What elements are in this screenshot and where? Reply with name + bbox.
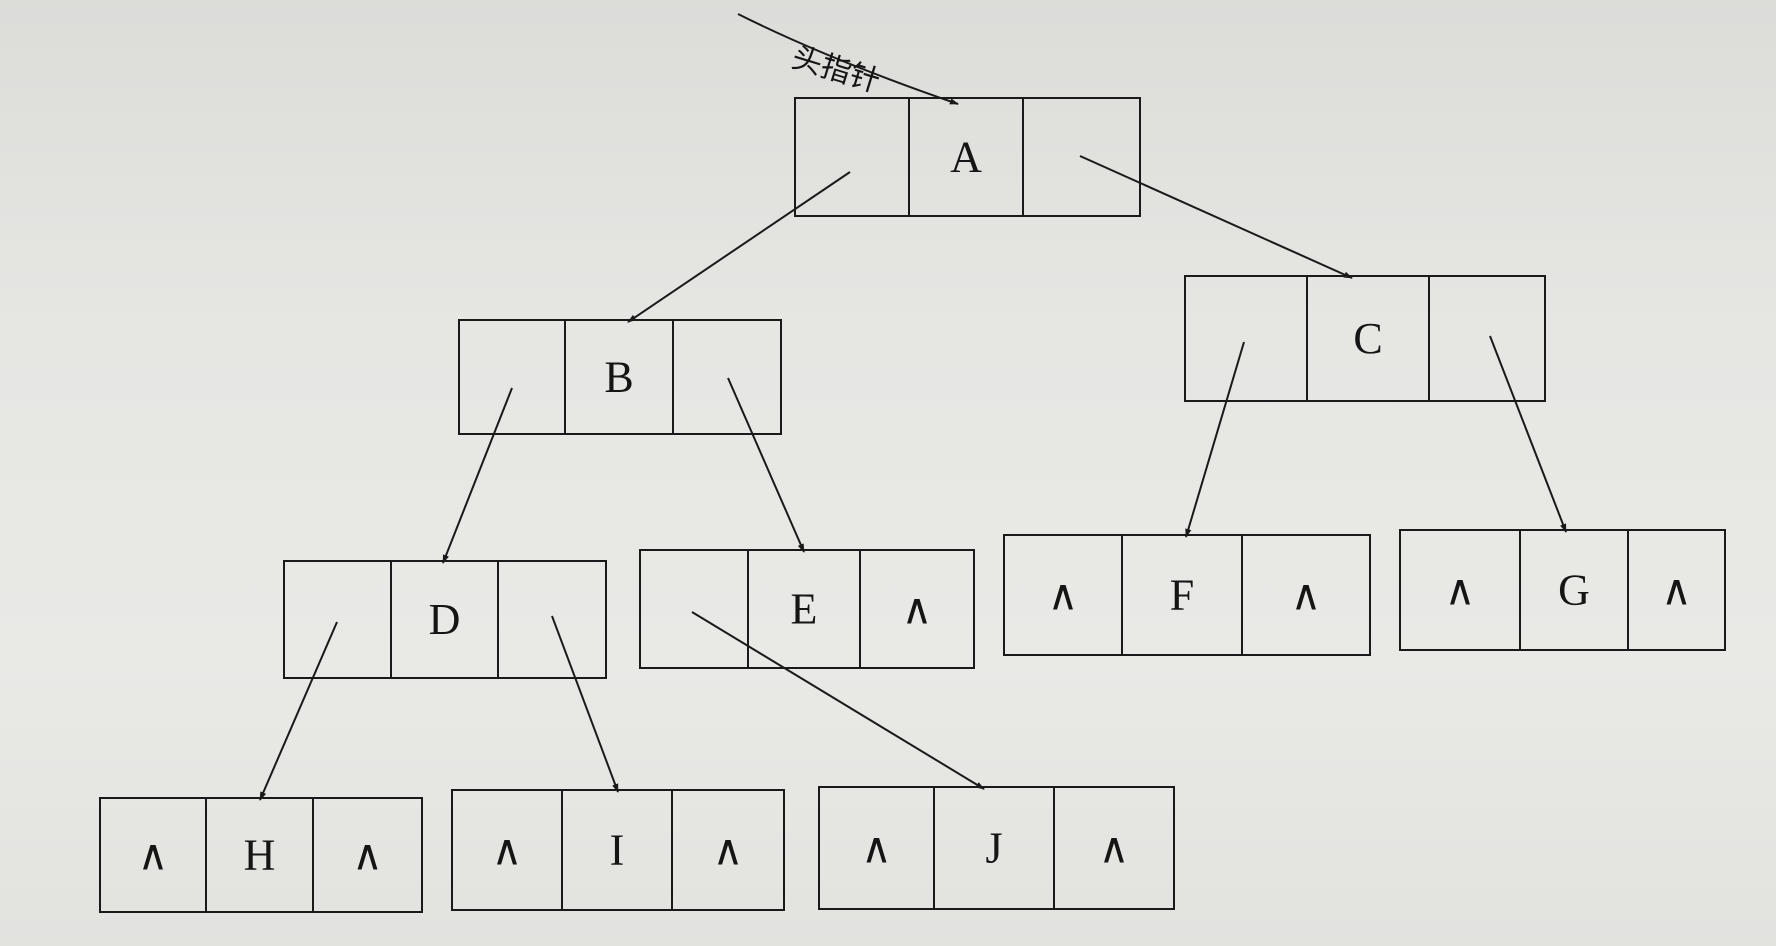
node-e: E∧ [639,549,975,669]
node-f-right-null: ∧ [1291,571,1322,620]
node-f-left-null: ∧ [1048,571,1079,620]
node-h: H ∧ ∧ [99,797,423,913]
node-h-right-null: ∧ [352,831,383,880]
node-h-left-null: ∧ [138,831,169,880]
edges-layer [259,155,1567,801]
node-h-box [99,797,423,913]
node-e-box [639,549,975,669]
node-f: F ∧ ∧ [1003,534,1371,656]
edge-e-j [691,611,985,790]
node-c-box [1184,275,1546,402]
node-a-data: A [950,133,982,182]
node-b-box [458,319,782,435]
node-g-left-null: ∧ [1445,566,1476,615]
node-i: I ∧ ∧ [451,789,785,911]
node-i-box [451,789,785,911]
edge-b-d [442,387,513,564]
node-g-right-null: ∧ [1661,566,1692,615]
node-e-data: E [791,585,818,634]
node-j-right-null: ∧ [1099,824,1130,873]
edge-d-i [551,615,619,793]
node-j-box [818,786,1175,910]
node-j: J ∧ ∧ [818,786,1175,910]
node-c-data: C [1353,314,1382,363]
node-a: A [794,97,1141,217]
edge-a-b [627,171,851,323]
node-b-data: B [604,353,633,402]
node-i-left-null: ∧ [492,826,523,875]
node-h-data: H [244,831,276,880]
head-pointer-label: 头指针 [788,40,884,100]
edge-d-h [259,621,338,801]
node-d-data: D [429,595,461,644]
node-d: D [283,560,607,679]
node-b: B [458,319,782,435]
node-g-data: G [1558,566,1590,615]
edge-a-c [1079,155,1353,279]
node-g-box [1399,529,1726,651]
node-d-box [283,560,607,679]
node-f-data: F [1170,571,1194,620]
node-i-right-null: ∧ [713,826,744,875]
node-e-right-null: ∧ [902,585,933,634]
node-g: G ∧ ∧ [1399,529,1726,651]
edge-b-e [727,377,805,553]
node-i-data: I [610,826,625,875]
head-pointer: 头指针 [737,13,959,105]
node-j-data: J [985,824,1002,873]
node-f-box [1003,534,1371,656]
node-c: C [1184,275,1546,402]
edge-c-f [1185,341,1245,538]
head-pointer-arrow [737,13,959,105]
edge-c-g [1489,335,1567,533]
node-a-box [794,97,1141,217]
node-j-left-null: ∧ [861,824,892,873]
